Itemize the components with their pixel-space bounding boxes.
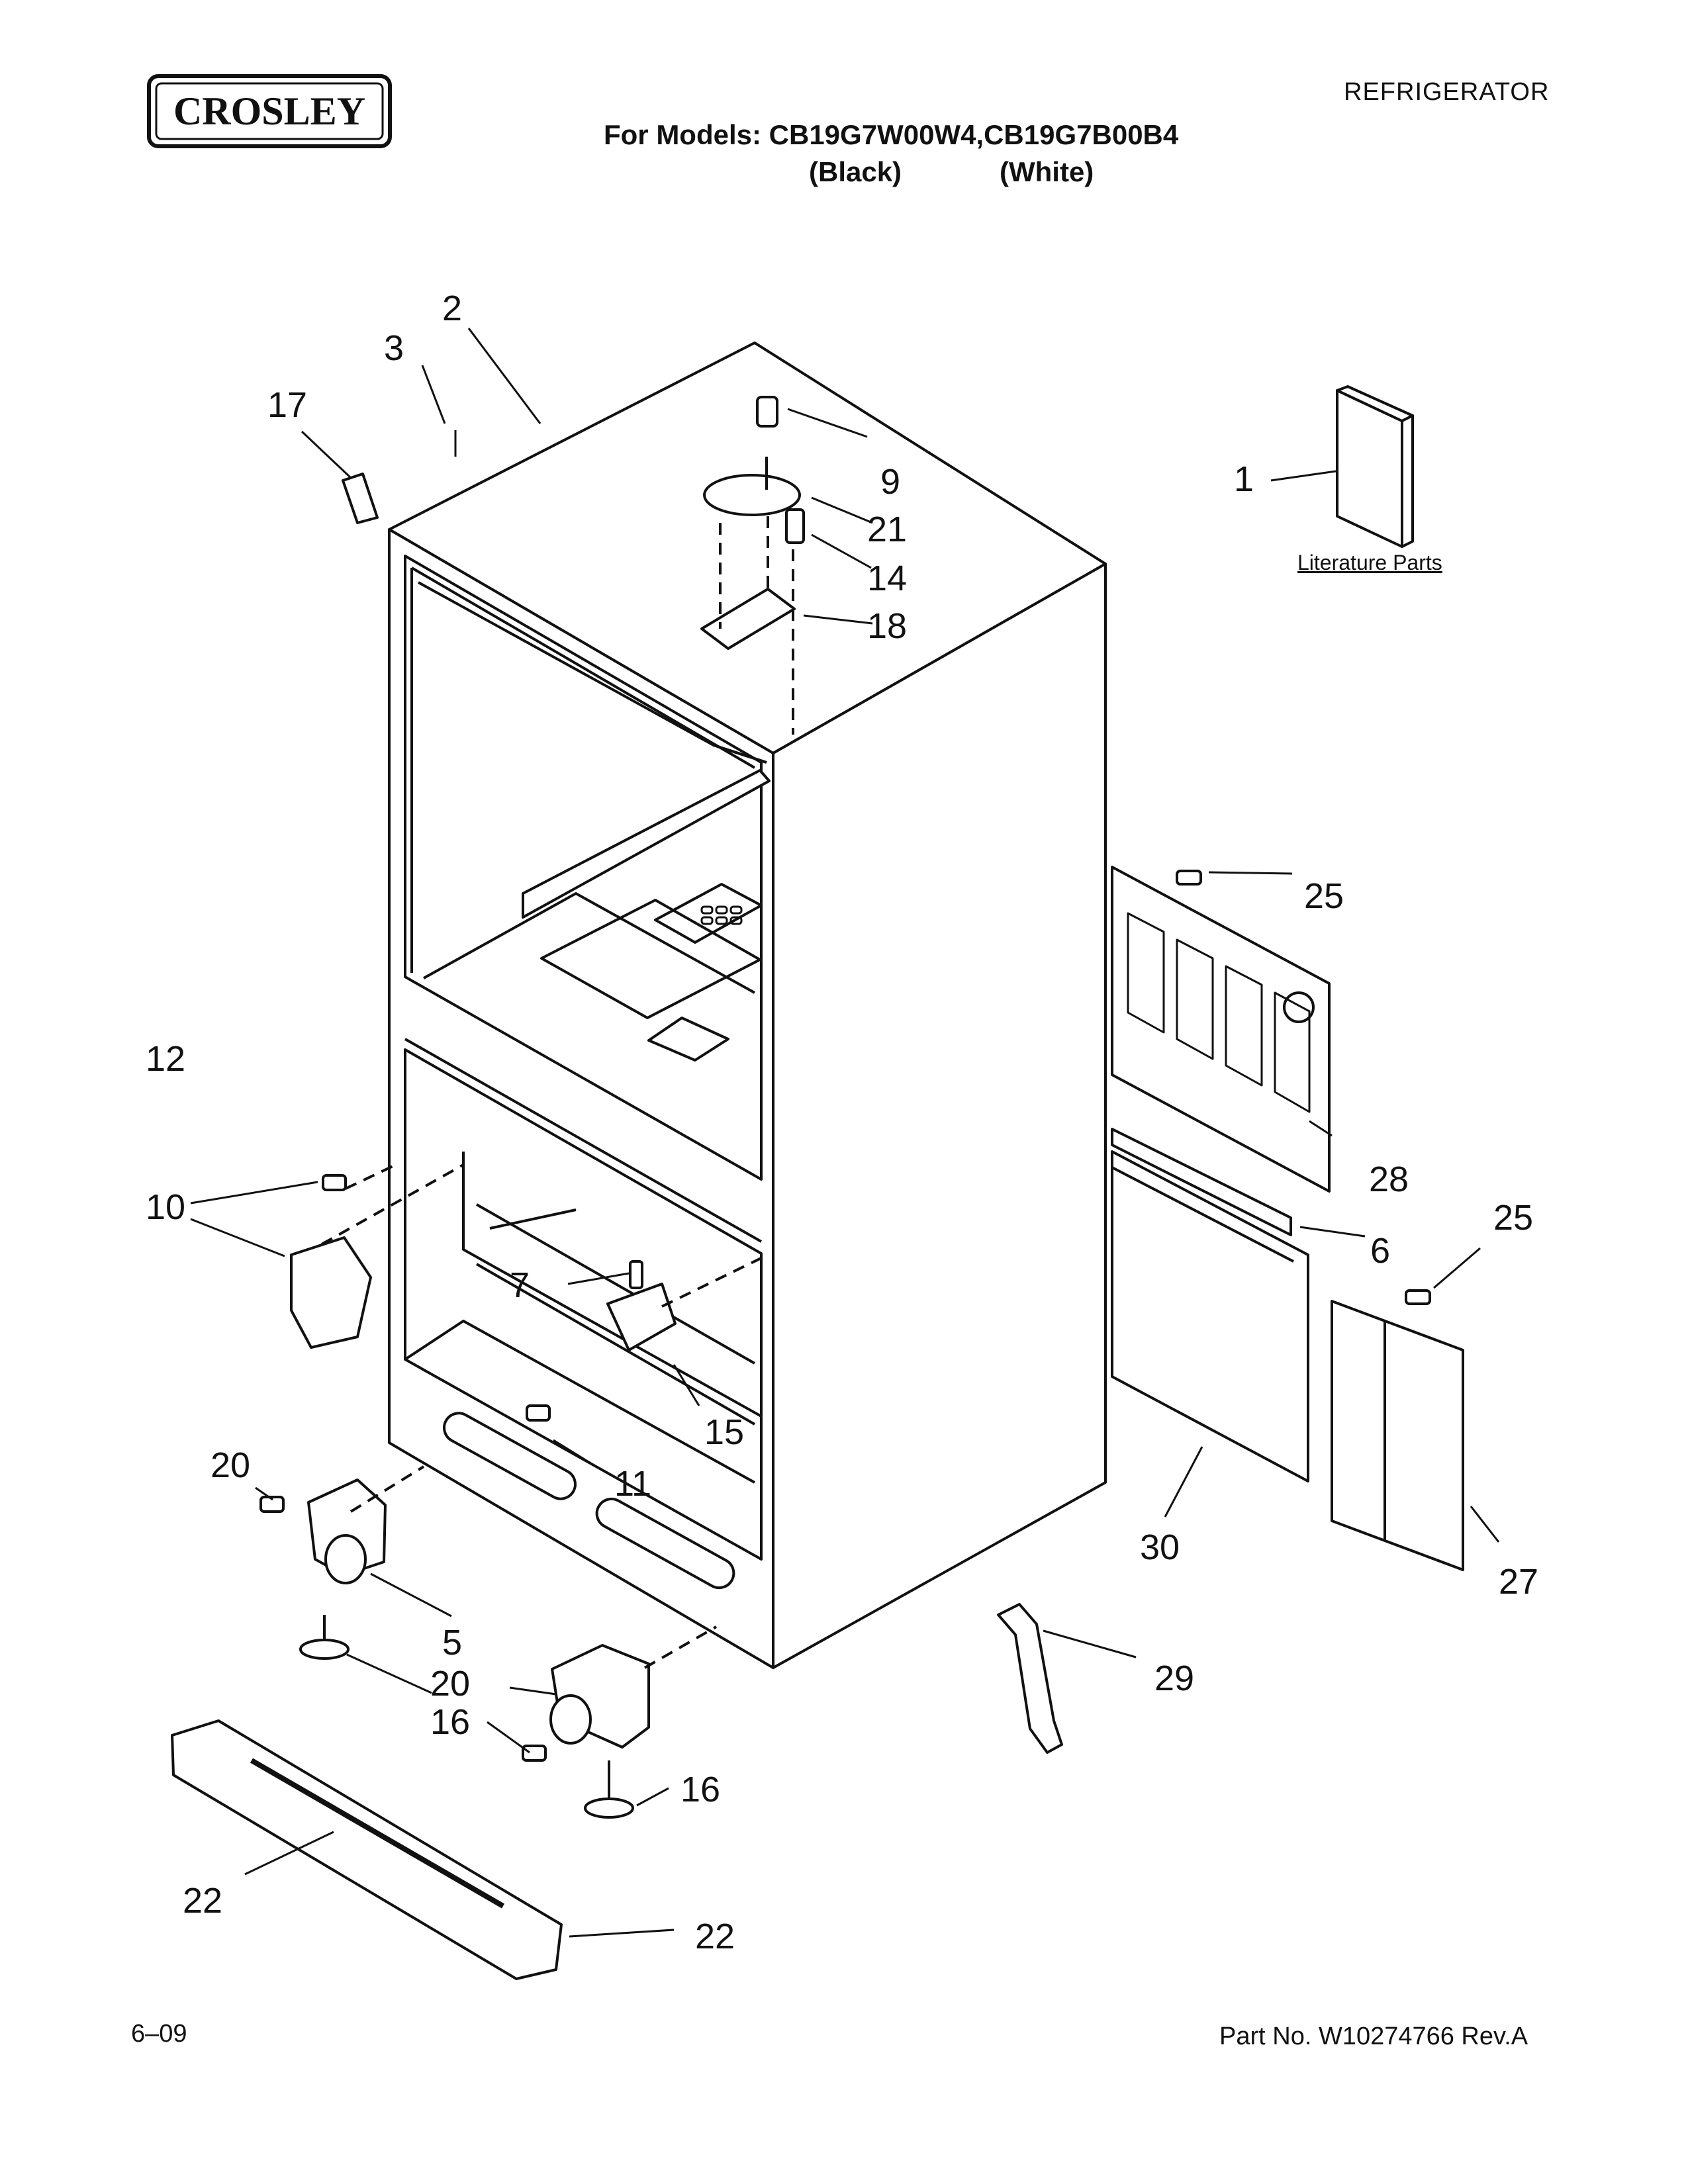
roller-assembly-right: [549, 1644, 650, 1819]
roller-assembly-left: [299, 1479, 387, 1660]
models-line: For Models: CB19G7W00W4,CB19G7B00B4: [604, 119, 1179, 150]
callout-25: 25: [1304, 876, 1344, 916]
hinge-cover: [703, 474, 801, 516]
callout-22: 22: [183, 1881, 222, 1921]
callout-12: 12: [146, 1039, 185, 1079]
literature-parts-label: Literature Parts: [1297, 551, 1442, 574]
callout-7: 7: [510, 1265, 530, 1305]
freezer-opening: [404, 1048, 763, 1561]
seal-strip: [1111, 1128, 1292, 1236]
part-number: Part No. W10274766 Rev.A: [1219, 2023, 1528, 2050]
callout-20b: 20: [430, 1664, 470, 1704]
callout-11: 11: [614, 1464, 651, 1504]
model-color-1: (Black): [809, 156, 902, 187]
model-color-2: (White): [1000, 156, 1094, 187]
cabinet-side: [772, 563, 1107, 1669]
water-tube-part: [997, 1603, 1063, 1754]
hinge-plate-15: [606, 1283, 677, 1351]
callout-labels: 1 2 3 5 6 7 9 10 11 12 14 15 16 16 17 18…: [146, 289, 1538, 1956]
category-label: REFRIGERATOR: [1344, 78, 1550, 106]
compressor-cover: [1331, 1300, 1464, 1571]
rear-access-cover: [1111, 866, 1331, 1193]
revision-date: 6–09: [131, 2020, 187, 2048]
callout-27: 27: [1499, 1562, 1538, 1602]
insulation-panel: [1111, 1150, 1309, 1482]
temperature-control: [290, 1236, 372, 1349]
callout-14: 14: [867, 559, 907, 598]
callout-18: 18: [867, 606, 907, 646]
callout-6: 6: [1370, 1231, 1390, 1271]
toe-grille: [171, 1719, 563, 1980]
callout-29: 29: [1154, 1659, 1194, 1698]
callout-21: 21: [867, 510, 907, 549]
callout-16b: 16: [680, 1770, 720, 1809]
callout-3: 3: [384, 328, 404, 368]
brand-text: CROSLEY: [173, 89, 365, 133]
crisper-cover: [540, 899, 761, 1019]
callout-10: 10: [146, 1187, 185, 1227]
callout-25b: 25: [1493, 1198, 1533, 1238]
callout-30: 30: [1140, 1527, 1180, 1567]
callout-2: 2: [442, 289, 462, 328]
fresh-food-opening: [404, 555, 763, 1181]
callout-17: 17: [267, 385, 307, 425]
callout-5: 5: [442, 1623, 462, 1662]
callout-1: 1: [1234, 459, 1254, 499]
callout-20: 20: [211, 1445, 250, 1485]
callout-16: 16: [430, 1702, 470, 1742]
crosley-logo: CROSLEY: [147, 74, 392, 148]
callout-28: 28: [1369, 1160, 1409, 1199]
callout-22b: 22: [695, 1917, 735, 1956]
callout-9: 9: [880, 462, 900, 502]
callout-15: 15: [704, 1412, 744, 1452]
